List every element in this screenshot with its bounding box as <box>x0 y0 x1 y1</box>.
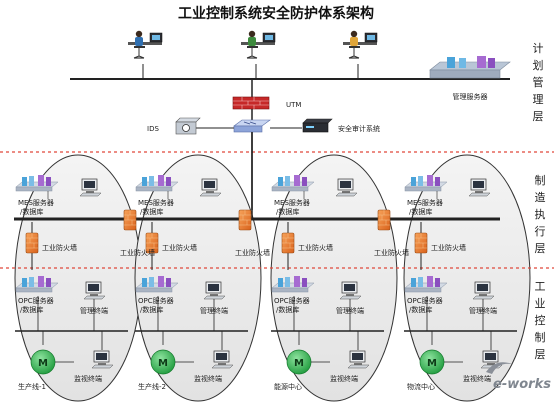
audit-label: 安全审计系统 <box>338 124 380 133</box>
ids-device <box>175 117 201 135</box>
industrial-firewall-label: 工业防火墙 <box>298 243 333 252</box>
monitor-terminal-label: 监视终端 <box>74 374 102 383</box>
fw-between-1: 工业防火墙 <box>120 209 155 257</box>
between-firewall-label: 工业防火墙 <box>120 248 155 257</box>
opc-server-icon <box>15 276 59 293</box>
mes-terminal-icon <box>468 178 491 197</box>
monitor-terminal-icon <box>211 350 234 369</box>
monitor-terminal-label: 监视终端 <box>330 374 358 383</box>
user-2 <box>241 30 276 59</box>
zone-ellipses <box>14 154 531 402</box>
monitor-terminal-icon <box>347 350 370 369</box>
mes-server-label: MES服务器/数据库 <box>407 198 443 216</box>
zone-name: 生产线-2 <box>138 382 166 391</box>
motor-label: M <box>38 358 48 369</box>
opc-server-label: OPC服务器/数据库 <box>138 296 174 314</box>
zone-name: 能源中心 <box>274 382 302 391</box>
mes-terminal-icon <box>199 178 222 197</box>
user-3 <box>343 30 378 59</box>
motor-label: M <box>427 358 437 369</box>
monitor-terminal-icon <box>91 350 114 369</box>
zone-ellipse-4 <box>403 154 531 402</box>
industrial-firewall-icon <box>25 232 39 254</box>
mes-server-icon <box>15 175 59 192</box>
zone-name: 物流中心 <box>407 382 435 391</box>
zone-3: MES服务器/数据库工业防火墙OPC服务器/数据库管理终端M监视终端能源中心 <box>271 175 384 391</box>
mes-server-label: MES服务器/数据库 <box>138 198 174 216</box>
core-switch <box>233 119 271 133</box>
opc-server-label: OPC服务器/数据库 <box>18 296 54 314</box>
motor-label: M <box>294 358 304 369</box>
zone-1: MES服务器/数据库工业防火墙OPC服务器/数据库管理终端M监视终端生产线-1 <box>15 175 128 391</box>
mgmt-terminal-icon <box>203 281 226 300</box>
industrial-firewall-label: 工业防火墙 <box>431 243 466 252</box>
mes-server-icon <box>404 175 448 192</box>
between-firewall-label: 工业防火墙 <box>235 248 270 257</box>
mgmt-server-rack <box>429 56 511 79</box>
industrial-firewall-label: 工业防火墙 <box>42 243 77 252</box>
between-firewall-icon <box>238 209 252 231</box>
mes-server-icon <box>271 175 315 192</box>
opc-server-icon <box>135 276 179 293</box>
fw-between-3: 工业防火墙 <box>374 209 409 257</box>
layer-label-mfg: 制造执行层 <box>535 174 546 255</box>
opc-server-icon <box>404 276 448 293</box>
between-firewall-label: 工业防火墙 <box>374 248 409 257</box>
mes-server-label: MES服务器/数据库 <box>18 198 54 216</box>
between-firewall-icon <box>123 209 137 231</box>
industrial-firewall-icon <box>145 232 159 254</box>
monitor-terminal-label: 监视终端 <box>463 374 491 383</box>
zone-ellipse-2 <box>134 154 262 402</box>
zone-2: MES服务器/数据库工业防火墙OPC服务器/数据库管理终端M监视终端生产线-2 <box>135 175 248 391</box>
user-1 <box>128 30 163 59</box>
opc-server-label: OPC服务器/数据库 <box>407 296 443 314</box>
mes-server-label: MES服务器/数据库 <box>274 198 310 216</box>
fw-between-2: 工业防火墙 <box>235 209 270 257</box>
motor-label: M <box>158 358 168 369</box>
eworks-logo: e-works <box>486 362 551 392</box>
layer-label-ctrl: 工业控制层 <box>535 280 546 361</box>
layer-label-plan: 计划管理层 <box>533 42 544 123</box>
workstation-users <box>128 30 378 59</box>
watermark-text: e-works <box>493 377 551 392</box>
zone-name: 生产线-1 <box>18 382 46 391</box>
page-title: 工业控制系统安全防护体系架构 <box>178 5 374 22</box>
mes-terminal-icon <box>79 178 102 197</box>
mgmt-server-label: 管理服务器 <box>453 92 488 101</box>
opc-server-label: OPC服务器/数据库 <box>274 296 310 314</box>
opc-server-icon <box>271 276 315 293</box>
industrial-firewall-icon <box>281 232 295 254</box>
mgmt-terminal-icon <box>472 281 495 300</box>
monitor-terminal-label: 监视终端 <box>194 374 222 383</box>
utm-firewall <box>232 96 270 110</box>
mgmt-terminal-icon <box>339 281 362 300</box>
audit-device <box>302 118 333 133</box>
mes-terminal-icon <box>335 178 358 197</box>
utm-label: UTM <box>286 101 301 109</box>
mgmt-terminal-icon <box>83 281 106 300</box>
industrial-firewall-label: 工业防火墙 <box>162 243 197 252</box>
ids-label: IDS <box>147 125 159 133</box>
mes-server-icon <box>135 175 179 192</box>
zone-ellipse-3 <box>270 154 398 402</box>
industrial-firewall-icon <box>414 232 428 254</box>
zones-group: MES服务器/数据库工业防火墙OPC服务器/数据库管理终端M监视终端生产线-1M… <box>15 175 517 391</box>
between-firewall-icon <box>377 209 391 231</box>
